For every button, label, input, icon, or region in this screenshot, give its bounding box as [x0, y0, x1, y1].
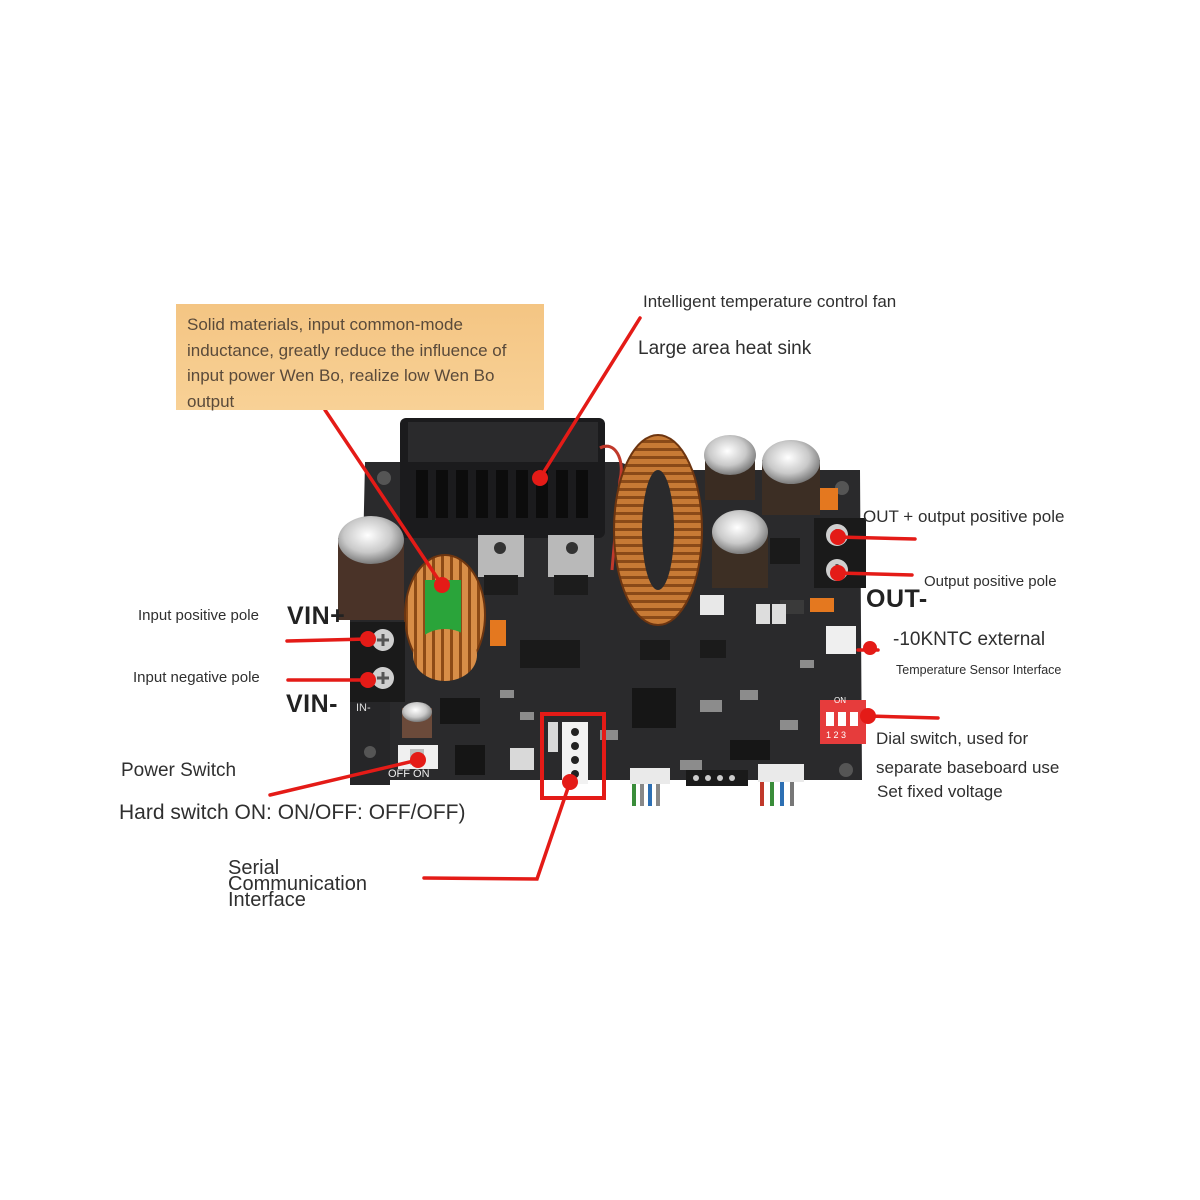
hard-switch-label: Hard switch ON: ON/OFF: OFF/OFF): [119, 801, 466, 824]
dip-switch: [820, 700, 866, 744]
serial-interface-label: Serial Communication Interface: [228, 857, 428, 911]
pointer-dots: [360, 470, 877, 790]
serial-label-line-1: Serial: [228, 857, 280, 879]
input-positive-label: Input positive pole: [138, 607, 259, 624]
serial-header: [540, 712, 606, 800]
ntc-connector: [826, 626, 856, 654]
fan-heatsink: [400, 418, 623, 595]
toroid-inductor: [613, 434, 724, 626]
input-capacitor: [338, 516, 404, 620]
smd-components: [440, 600, 814, 775]
dip-on-silk: ON: [834, 696, 846, 705]
off-on-silk: OFF ON: [388, 768, 430, 780]
inductance-callout-box: Solid materials, input common-mode induc…: [176, 304, 544, 411]
out-plus-label: OUT + output positive pole: [863, 507, 1065, 526]
pointer-power-switch: [268, 758, 420, 797]
serial-label-line-2: Communication: [228, 873, 367, 895]
dip-numbers-silk: 1 2 3: [826, 730, 847, 740]
vin-minus-mark: VIN-: [286, 690, 338, 718]
heat-sink-label: Large area heat sink: [638, 338, 812, 359]
pointer-serial: [422, 780, 572, 881]
fan-label: Intelligent temperature control fan: [643, 292, 897, 311]
pointer-heatsink: [538, 316, 642, 480]
pointer-lines: [268, 316, 940, 881]
in-minus-silk: IN-: [356, 702, 371, 714]
pointer-output-pole: [836, 571, 914, 577]
input-negative-label: Input negative pole: [133, 669, 260, 686]
pointer-callout: [323, 408, 444, 587]
dial-switch-label-1: Dial switch, used for: [876, 729, 1029, 748]
output-capacitors: [704, 435, 838, 612]
inductance-callout-text: Solid materials, input common-mode induc…: [187, 315, 507, 411]
serial-label-line-3: Interface: [228, 889, 306, 911]
out-minus-mark: OUT-: [866, 585, 928, 613]
input-terminal-block: [350, 622, 405, 702]
dial-switch-label-3: Set fixed voltage: [877, 782, 1003, 801]
vin-plus-mark: VIN+: [287, 602, 346, 630]
dial-switch-label-2: separate baseboard use: [876, 758, 1060, 777]
pointer-dial: [866, 714, 940, 720]
pointer-vin-plus: [285, 637, 370, 643]
output-pole-label: Output positive pole: [924, 573, 1057, 590]
power-switch-label: Power Switch: [121, 760, 237, 781]
pointer-out-plus: [836, 535, 917, 541]
bottom-connectors: [630, 764, 804, 806]
temp-sensor-label: Temperature Sensor Interface: [896, 663, 1062, 677]
ntc-label: -10KNTC external: [893, 629, 1046, 650]
